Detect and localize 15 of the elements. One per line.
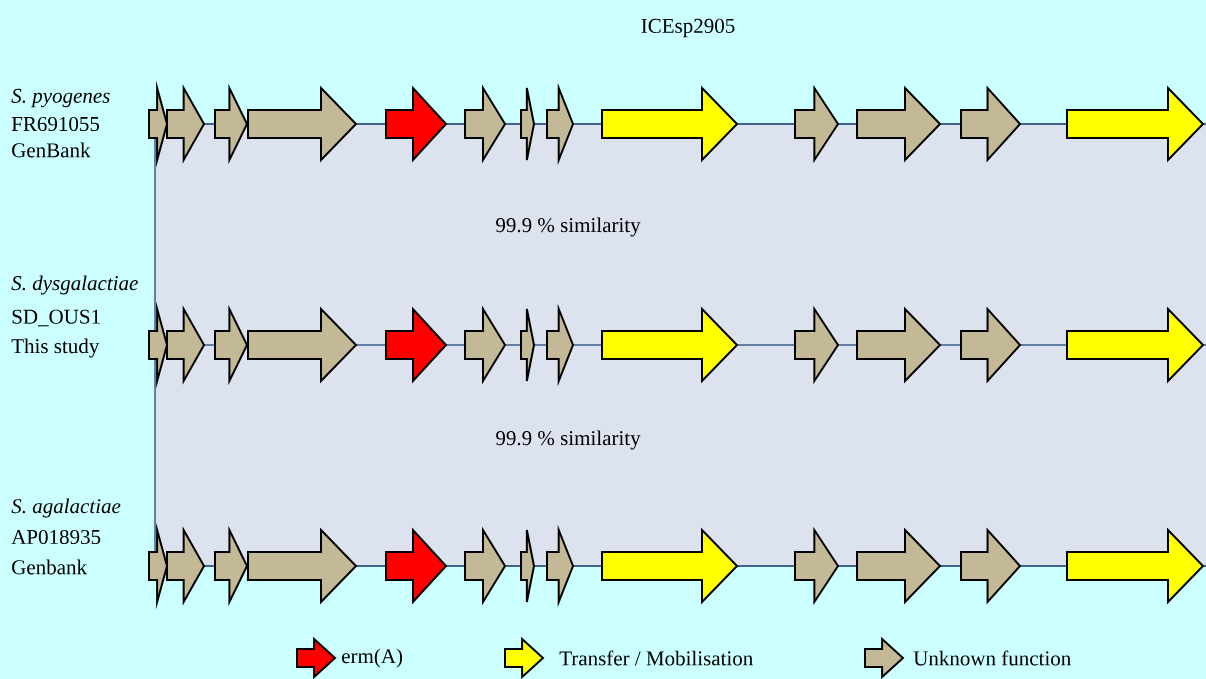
- similarity-label: 99.9 % similarity: [496, 217, 641, 237]
- genome-label: GenBank: [12, 142, 91, 158]
- title: ICEsp2905: [641, 18, 735, 38]
- genome-label: AP018935: [11, 529, 101, 545]
- legend-label: Transfer / Mobilisation: [559, 650, 753, 666]
- genome-label: This study: [11, 338, 100, 358]
- legend-label: Unknown function: [913, 650, 1071, 666]
- species-label: S. dysgalactiae: [11, 275, 138, 295]
- legend-label: erm(A): [342, 648, 403, 668]
- species-label: S. agalactiae: [11, 498, 121, 518]
- genome-label: FR691055: [11, 116, 100, 132]
- genome-label: Genbank: [12, 559, 88, 575]
- genome-label: SD_OUS1: [12, 309, 100, 327]
- species-label: S. pyogenes: [11, 88, 110, 108]
- similarity-label: 99.9 % similarity: [496, 430, 641, 450]
